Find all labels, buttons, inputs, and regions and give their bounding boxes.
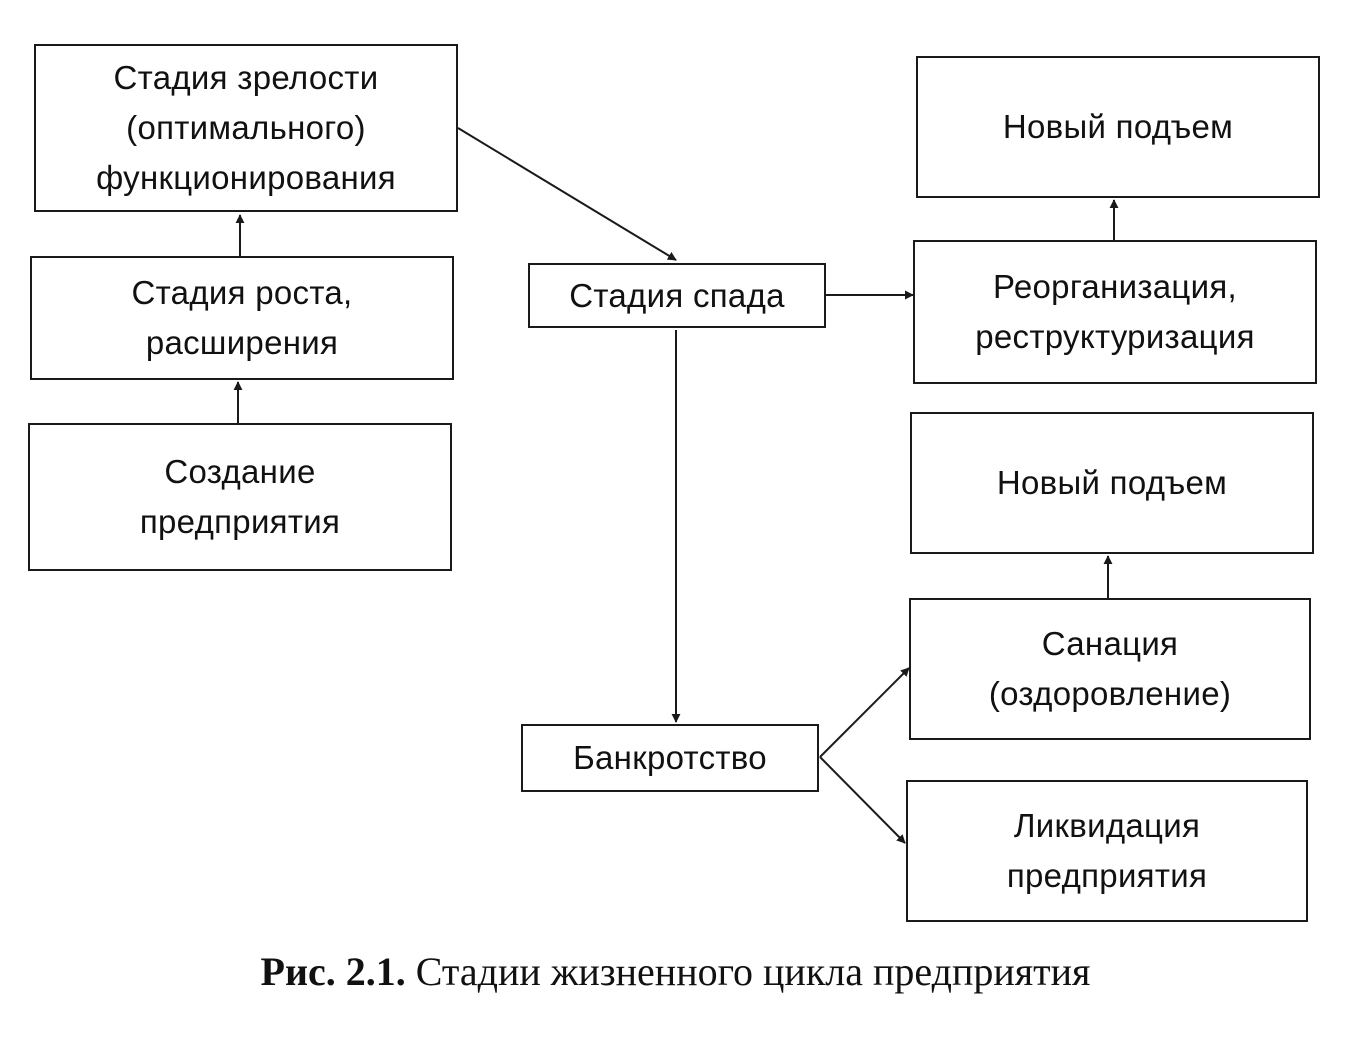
figure-caption: Рис. 2.1. Стадии жизненного цикла предпр… xyxy=(0,948,1351,995)
figure-caption-text: Стадии жизненного цикла предприятия xyxy=(405,949,1091,994)
node-reorganization: Реорганизация, реструктуризация xyxy=(913,240,1317,384)
node-growth-stage: Стадия роста, расширения xyxy=(30,256,454,380)
node-sanation: Санация (оздоровление) xyxy=(909,598,1311,740)
node-liquidation: Ликвидация предприятия xyxy=(906,780,1308,922)
node-maturity-stage: Стадия зрелости (оптимального) функциони… xyxy=(34,44,458,212)
node-creation: Создание предприятия xyxy=(28,423,452,571)
arrow-maturity-to-decline xyxy=(457,127,677,261)
node-bankruptcy: Банкротство xyxy=(521,724,819,792)
figure-caption-label: Рис. 2.1. xyxy=(260,949,406,994)
node-new-rise-1: Новый подъем xyxy=(916,56,1320,198)
node-decline-stage: Стадия спада xyxy=(528,263,826,328)
arrow-bankruptcy-to-sanation xyxy=(819,667,910,758)
arrow-bankruptcy-to-liquidation xyxy=(819,756,906,844)
node-new-rise-2: Новый подъем xyxy=(910,412,1314,554)
